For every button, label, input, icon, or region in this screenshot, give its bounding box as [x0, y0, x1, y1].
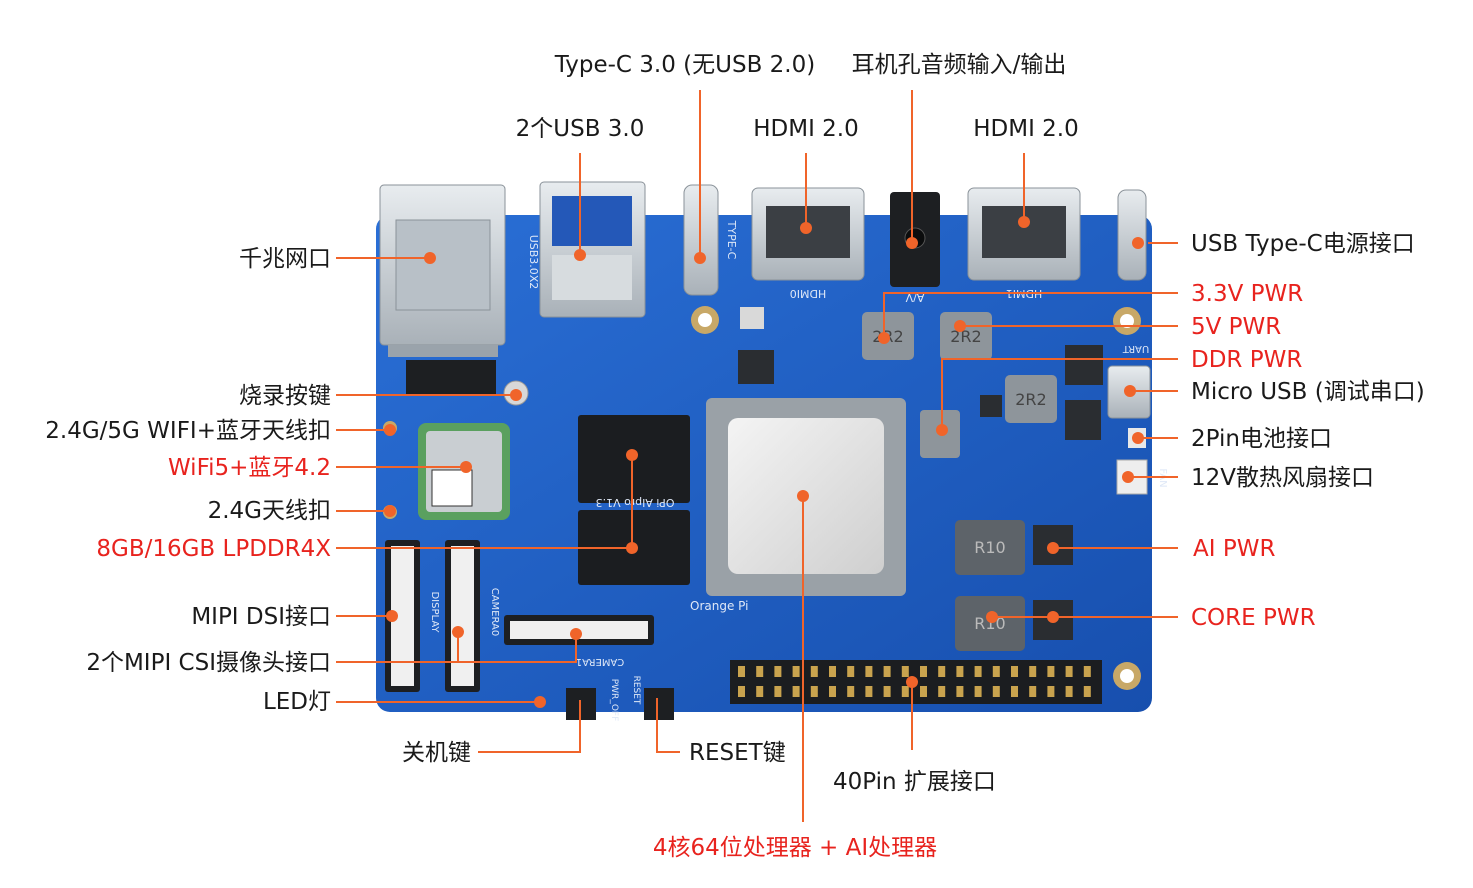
- pointer-lines: [336, 90, 1178, 822]
- gpio-pin: [1011, 686, 1018, 697]
- gpio-pin: [810, 666, 818, 677]
- gpio-pin: [938, 686, 946, 697]
- gpio-pin: [883, 666, 891, 677]
- small-chips: [406, 307, 1103, 640]
- label-pwr-33: 3.3V PWR: [1191, 281, 1304, 307]
- inductor-label: R10: [974, 614, 1005, 633]
- gpio-pin: [810, 686, 818, 697]
- inductor-label: 2R2: [950, 327, 981, 346]
- label-wifi-bt-antenna: 2.4G/5G WIFI+蓝牙天线扣: [45, 418, 331, 444]
- label-40pin: 40Pin 扩展接口: [833, 769, 996, 795]
- uart-silk-text: UART: [1122, 343, 1149, 354]
- gpio-pin: [1083, 666, 1091, 677]
- gpio-pin: [956, 666, 964, 677]
- board-name-silk: OPi AIpro V1.3: [596, 496, 675, 509]
- wifi-module: [418, 423, 510, 520]
- label-battery: 2Pin电池接口: [1191, 426, 1332, 452]
- gpio-pin: [829, 686, 836, 697]
- gpio-pin: [992, 686, 1000, 697]
- reset-silk: RESET: [631, 676, 641, 705]
- gpio-pin: [774, 686, 782, 697]
- gpio-pin: [738, 686, 745, 697]
- label-wifi5-bt: WiFi5+蓝牙4.2: [167, 455, 331, 481]
- label-usb3x2: 2个USB 3.0: [515, 116, 645, 142]
- gpio-pin: [792, 666, 800, 677]
- usb-silk-text: USB3.0X2: [527, 235, 540, 290]
- gpio-pin: [901, 686, 909, 697]
- pwr-off-silk: PWR_OFF: [609, 679, 619, 722]
- ethernet-port: [379, 184, 506, 357]
- gpio-pin: [847, 666, 855, 677]
- hdmi1-port: HDMI1: [967, 187, 1081, 300]
- inductor-label: 2R2: [1015, 390, 1046, 409]
- gpio-pin: [1065, 686, 1073, 697]
- label-ai-pwr: AI PWR: [1193, 536, 1276, 562]
- hdmi0-silk-text: HDMI0: [790, 287, 826, 300]
- gpio-pin: [829, 666, 836, 677]
- label-fan: 12V散热风扇接口: [1191, 465, 1375, 491]
- label-led: LED灯: [262, 689, 331, 715]
- pointer-dots: [384, 216, 1144, 708]
- label-lpddr: 8GB/16GB LPDDR4X: [96, 536, 331, 562]
- label-hdmi1: HDMI 2.0: [753, 116, 859, 142]
- label-hdmi2: HDMI 2.0: [973, 116, 1079, 142]
- usb3-stack: USB3.0X2: [527, 181, 646, 318]
- label-typec-usb: Type-C 3.0 (无USB 2.0): [554, 52, 816, 78]
- gpio-pin: [1047, 686, 1055, 697]
- gpio-pin: [792, 686, 800, 697]
- gpio-pin: [901, 666, 909, 677]
- label-pwr-5: 5V PWR: [1191, 314, 1282, 340]
- gpio-pin: [974, 686, 982, 697]
- gpio-pin: [865, 666, 873, 677]
- label-mipi-dsi: MIPI DSI接口: [191, 604, 331, 630]
- label-pwr-ddr: DDR PWR: [1191, 347, 1303, 373]
- gpio-pin: [920, 666, 927, 677]
- gpio-pin: [1047, 666, 1055, 677]
- gpio-pin: [974, 666, 982, 677]
- gpio-pin: [938, 666, 946, 677]
- gpio-pin: [956, 686, 964, 697]
- gpio-pin: [738, 666, 745, 677]
- camera1-silk: CAMERA1: [576, 656, 625, 667]
- gpio-pin: [1029, 686, 1037, 697]
- gpio-pin: [1011, 666, 1018, 677]
- bottom-buttons: PWR_OFF RESET: [566, 676, 674, 722]
- gpio-pin: [920, 686, 927, 697]
- label-usb-typec-power: USB Type-C电源接口: [1191, 231, 1415, 257]
- label-antenna-24g: 2.4G天线扣: [207, 498, 331, 524]
- label-burn-key: 烧录按键: [239, 383, 331, 409]
- label-reset-key: RESET键: [689, 740, 786, 766]
- av-silk-text: A/V: [905, 291, 924, 304]
- camera0-silk: CAMERA0: [489, 588, 500, 637]
- gpio-pin: [992, 666, 1000, 677]
- brand-silk: Orange Pi: [690, 599, 748, 613]
- gpio-pin: [865, 686, 873, 697]
- gpio-pin: [756, 666, 764, 677]
- label-ethernet: 千兆网口: [239, 246, 331, 272]
- label-mipi-csi: 2个MIPI CSI摄像头接口: [86, 650, 331, 676]
- gpio-pin: [756, 686, 764, 697]
- gpio-pin: [883, 686, 891, 697]
- label-power-key: 关机键: [402, 740, 471, 766]
- gpio-pin: [1083, 686, 1091, 697]
- label-headphone: 耳机孔音频输入/输出: [851, 52, 1067, 78]
- gpio-pin: [1029, 666, 1037, 677]
- typec-silk-text: TYPE-C: [725, 220, 738, 260]
- label-core-pwr: CORE PWR: [1191, 605, 1316, 631]
- gpio-pin: [1065, 666, 1073, 677]
- gpio-pin: [847, 686, 855, 697]
- label-cpu: 4核64位处理器 + AI处理器: [652, 835, 938, 861]
- gpio-pin: [774, 666, 782, 677]
- mipi-connectors: DISPLAY CAMERA0 CAMERA1: [385, 540, 654, 692]
- power-typec-port: [1117, 189, 1147, 281]
- label-micro-usb: Micro USB (调试串口): [1191, 379, 1425, 405]
- display-silk: DISPLAY: [429, 591, 440, 633]
- inductor-label: R10: [974, 538, 1005, 557]
